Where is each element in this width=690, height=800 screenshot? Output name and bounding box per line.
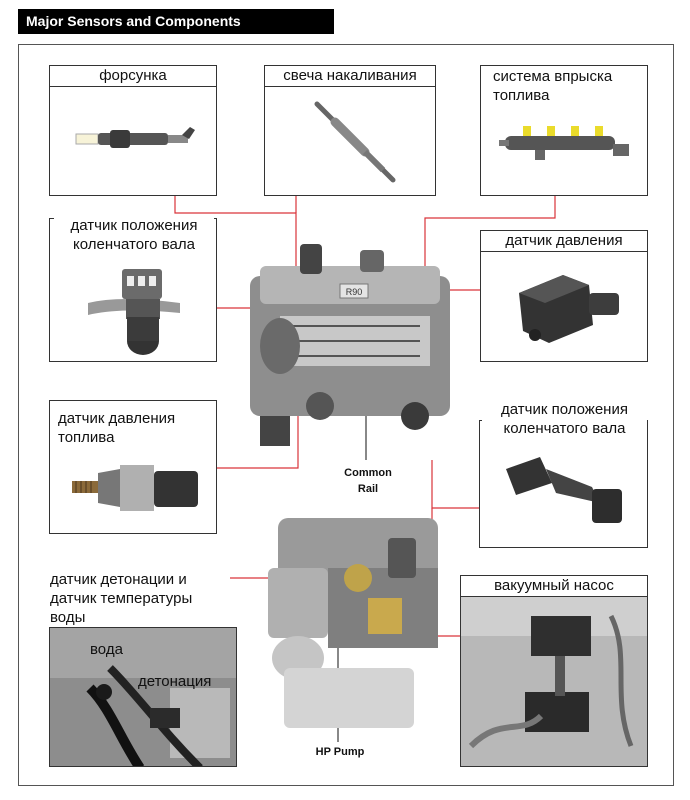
diagram-frame bbox=[18, 44, 674, 786]
glow-plug-icon bbox=[314, 101, 396, 183]
crank-right-box: датчик положения коленчатого вала bbox=[479, 400, 648, 548]
fuel-pressure-label-1: датчик давления bbox=[58, 409, 176, 428]
common-rail-caption-1: Common bbox=[344, 467, 392, 479]
crank-position-sensor-icon bbox=[506, 457, 622, 523]
injector-label: форсунка bbox=[50, 66, 216, 87]
vacuum-pump-label: вакуумный насос bbox=[461, 576, 647, 597]
crank-left-label-1: датчик положения bbox=[54, 216, 214, 235]
glow-plug-label: свеча накаливания bbox=[265, 66, 435, 87]
common-rail-caption-2: Rail bbox=[357, 483, 379, 495]
glow-plug-box: свеча накаливания bbox=[264, 65, 436, 196]
hp-pump-caption: HP Pump bbox=[315, 746, 365, 758]
pressure-sensor-icon bbox=[519, 275, 619, 343]
engine-badge: R90 bbox=[346, 287, 363, 297]
engine-bottom-illustration bbox=[268, 518, 438, 728]
water-label: вода bbox=[90, 641, 123, 658]
vacuum-pump-box: вакуумный насос bbox=[460, 575, 648, 767]
fuel-rail-box: система впрыска топлива bbox=[480, 65, 648, 196]
leader-crank-right bbox=[431, 460, 479, 509]
knock-label-1: датчик детонации и bbox=[50, 570, 230, 589]
injector-icon bbox=[75, 127, 195, 148]
fuel-rail-label-2: топлива bbox=[493, 86, 550, 105]
crank-sensor-icon bbox=[88, 269, 180, 355]
leader-fuel-pressure bbox=[217, 395, 299, 469]
knock-sensor-photo bbox=[50, 628, 236, 766]
vacuum-pump-photo bbox=[461, 596, 647, 766]
knock-label-2: датчик температуры bbox=[50, 589, 230, 608]
leader-fuel-rail bbox=[424, 196, 556, 300]
knock-label-3: воды bbox=[50, 608, 130, 627]
knock-sensor-box: вода детонация bbox=[49, 627, 237, 767]
engine-top-illustration: R90 bbox=[250, 244, 450, 446]
fuel-rail-icon bbox=[499, 126, 629, 160]
pressure-sensor-box: датчик давления bbox=[480, 230, 648, 362]
fuel-pressure-box: датчик давления топлива bbox=[49, 400, 217, 534]
page-title: Major Sensors and Components bbox=[18, 9, 334, 34]
detonation-label: детонация bbox=[138, 673, 212, 690]
crank-right-label-1: датчик положения bbox=[482, 400, 647, 419]
crank-left-label-2: коленчатого вала bbox=[54, 235, 214, 254]
fuel-rail-label-1: система впрыска bbox=[493, 67, 613, 86]
fuel-pressure-sensor-icon bbox=[72, 465, 198, 511]
fuel-pressure-label-2: топлива bbox=[58, 428, 115, 447]
injector-box: форсунка bbox=[49, 65, 217, 196]
crank-left-box: датчик положения коленчатого вала bbox=[49, 216, 217, 362]
pressure-sensor-label: датчик давления bbox=[481, 231, 647, 252]
crank-right-label-2: коленчатого вала bbox=[482, 419, 647, 438]
